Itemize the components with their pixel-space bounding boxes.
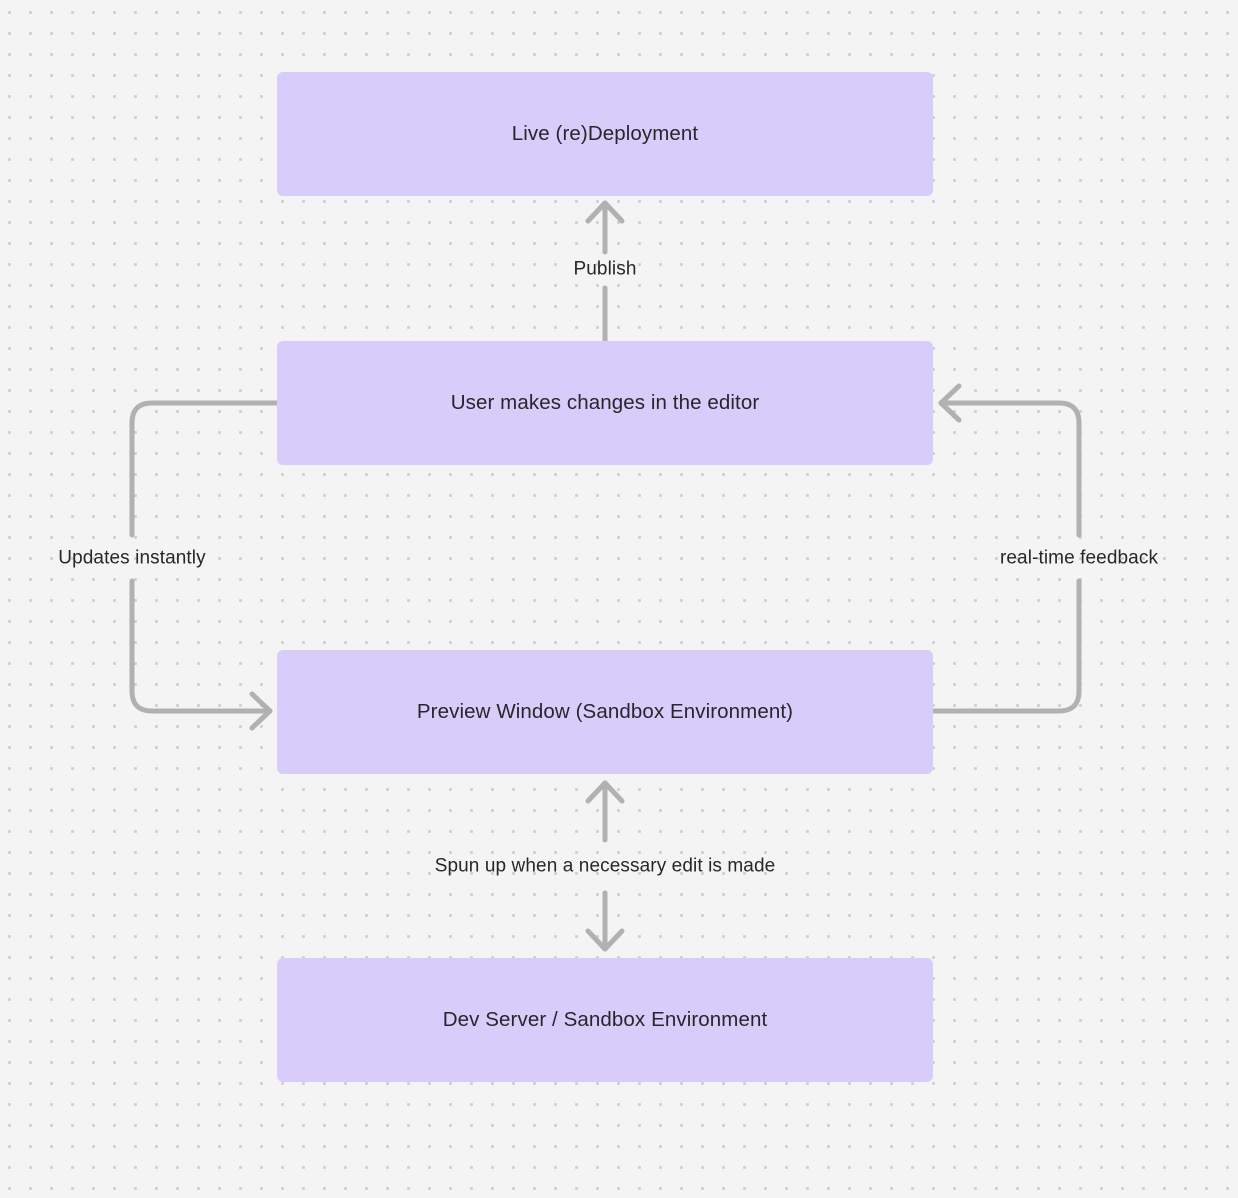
node-user-edits-label: User makes changes in the editor: [450, 390, 760, 414]
node-user-edits[interactable]: User makes changes in the editor: [277, 341, 933, 465]
node-preview-window-label: Preview Window (Sandbox Environment): [416, 699, 794, 723]
node-preview-window[interactable]: Preview Window (Sandbox Environment): [277, 650, 933, 774]
node-live-deployment[interactable]: Live (re)Deployment: [277, 72, 933, 196]
node-dev-server-label: Dev Server / Sandbox Environment: [442, 1007, 768, 1031]
edge-label-real-time-feedback: real-time feedback: [999, 547, 1159, 569]
edge-label-spun-up: Spun up when a necessary edit is made: [434, 855, 776, 877]
node-dev-server[interactable]: Dev Server / Sandbox Environment: [277, 958, 933, 1082]
edge-label-updates-instantly: Updates instantly: [58, 547, 206, 569]
edge-label-publish: Publish: [573, 258, 637, 280]
node-live-deployment-label: Live (re)Deployment: [511, 121, 699, 145]
